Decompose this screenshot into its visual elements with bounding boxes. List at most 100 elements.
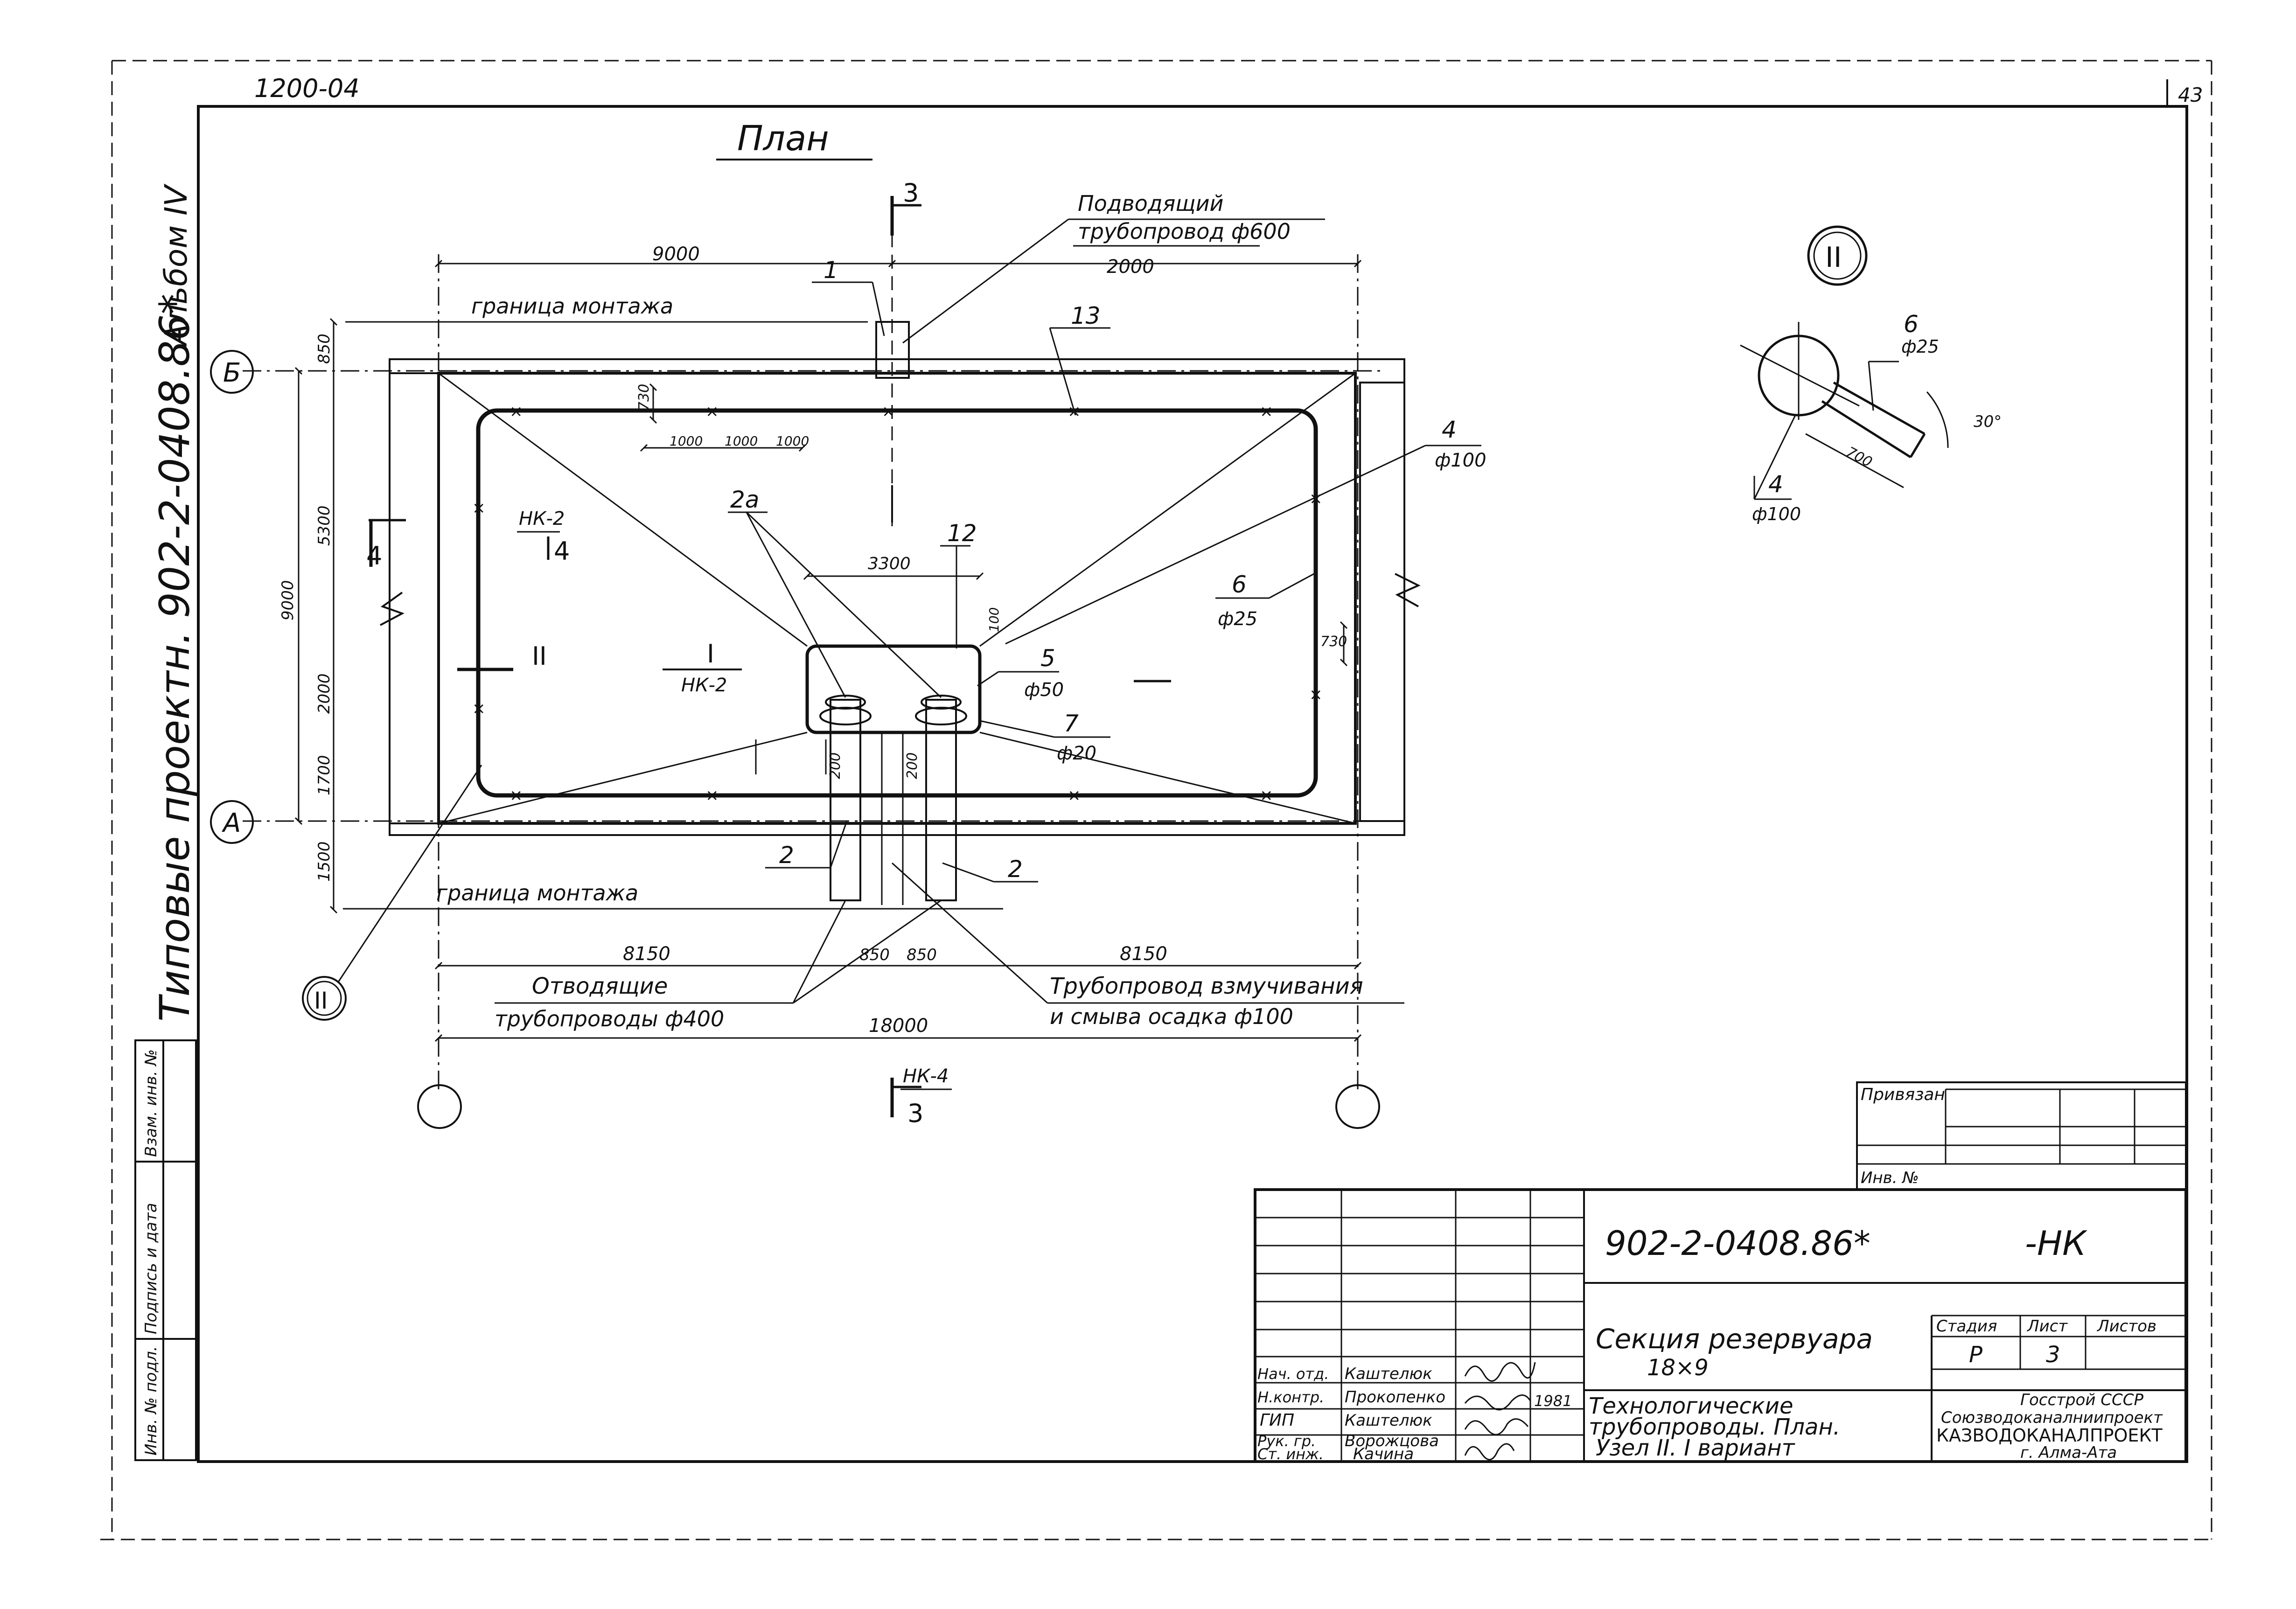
axis-bubble-B <box>210 350 254 394</box>
svg-text:×: × <box>705 786 719 805</box>
svg-text:×: × <box>472 699 486 718</box>
title-block-title-2: 18×9 <box>1647 1355 1709 1381</box>
sheet-value: 3 <box>2046 1342 2060 1368</box>
side-stamp <box>134 1039 197 1461</box>
stir-label-2: и смыва осадка ф100 <box>1050 1004 1293 1029</box>
svg-text:×: × <box>1068 786 1081 805</box>
stage-header: Стадия <box>1936 1317 1997 1336</box>
title-block-grid <box>1254 1188 2187 1463</box>
dim-left-5300: 5300 <box>315 505 334 546</box>
mounting-border-top: граница монтажа <box>471 293 673 319</box>
title-block-desc-3: Узел II. I вариант <box>1596 1435 1796 1461</box>
detail-angle: 30° <box>1974 412 2002 431</box>
node-II-bubble-bottom <box>302 976 347 1021</box>
sheet-header: Лист <box>2026 1317 2068 1336</box>
org-line-2: Союзводоканалниипроект <box>1941 1408 2163 1427</box>
dim-200-b: 200 <box>904 752 921 779</box>
dim-730-right: 730 <box>1320 634 1347 650</box>
role-4: Ст. инж. <box>1257 1445 1324 1463</box>
sheet-frame <box>100 60 2212 1540</box>
callout-5-dia: ф50 <box>1024 679 1064 701</box>
axis-B-label: Б <box>223 358 241 388</box>
detail-node-II-label: II <box>1825 241 1842 274</box>
outlet-label-1: Отводящие <box>532 973 668 999</box>
org-line-3: КАЗВОДОКАНАЛПРОЕКТ <box>1936 1425 2163 1446</box>
dim-left-2000: 2000 <box>315 673 334 714</box>
callout-6-dia: ф25 <box>1218 608 1257 630</box>
section-4-mark: 4 <box>366 541 382 571</box>
node-II-label-bottom: II <box>314 987 328 1014</box>
role-2: ГИП <box>1260 1411 1294 1430</box>
side-stamp-inv: Инв. № подл. <box>142 1346 161 1456</box>
side-stamp-sign: Подпись и дата <box>142 1203 161 1334</box>
svg-text:×: × <box>509 402 523 421</box>
nk2-upper-label: НК-2 <box>519 508 565 529</box>
album-label: Альбом IV <box>158 183 194 347</box>
bound-label: Привязан <box>1861 1085 1945 1104</box>
flow-arrows <box>891 485 1171 683</box>
section-3-bottom: 3 <box>907 1099 923 1128</box>
dim-bottom-850-a: 850 <box>859 946 890 964</box>
name-3: Ворожцова <box>1345 1432 1439 1450</box>
bound-inv-label: Инв. № <box>1861 1169 1919 1187</box>
svg-text:×: × <box>472 499 486 517</box>
ring-pipe-markers: × × × × × × × × × × × × × <box>472 402 1323 805</box>
inlet-label-1: Подводящий <box>1078 191 1223 216</box>
svg-text:×: × <box>509 786 523 805</box>
dim-top-2000: 2000 <box>1107 256 1154 278</box>
outlet-pipes <box>819 695 967 905</box>
dim-bottom-8150-right: 8150 <box>1120 943 1167 965</box>
callout-7-dia: ф20 <box>1057 743 1096 764</box>
dim-left-850: 850 <box>315 334 334 364</box>
inlet-pipe <box>875 233 910 527</box>
role-3: Рук. гр. <box>1257 1432 1316 1450</box>
dim-1000-a: 1000 <box>670 433 703 449</box>
callout-4: 4 <box>1442 416 1457 443</box>
dim-3300: 3300 <box>868 554 911 573</box>
callout-2-right: 2 <box>1008 856 1023 883</box>
org-line-4: г. Алма-Ата <box>2020 1443 2117 1462</box>
archive-code: 1200-04 <box>254 74 360 103</box>
title-block-desc-1: Технологические <box>1589 1393 1793 1419</box>
svg-text:×: × <box>1260 402 1273 421</box>
name-2: Каштелюк <box>1345 1411 1432 1430</box>
callout-2-left: 2 <box>779 842 794 869</box>
axis-A-label: А <box>222 808 241 838</box>
role-0: Нач. отд. <box>1257 1365 1329 1383</box>
outlet-label-2: трубопроводы ф400 <box>495 1006 724 1031</box>
section-4-inner: 4 <box>554 536 570 566</box>
title-block-title-1: Секция резервуара <box>1596 1323 1873 1355</box>
dim-bottom-8150-left: 8150 <box>623 943 670 965</box>
title-block-year: 1981 <box>1534 1392 1572 1410</box>
axis-bubble-A <box>210 800 254 844</box>
axis-bubble-bottom-right <box>1335 1084 1380 1129</box>
svg-text:×: × <box>1260 786 1273 805</box>
signatures <box>1464 1362 1536 1461</box>
nk2-lower-label: НК-2 <box>681 675 727 696</box>
dim-left-1500: 1500 <box>315 841 334 882</box>
dim-left-9000: 9000 <box>279 580 297 620</box>
axis-lines <box>243 254 1381 1094</box>
section-3-top: 3 <box>903 178 919 208</box>
dimension-lines <box>294 264 1362 1042</box>
name-1: Прокопенко <box>1345 1388 1445 1407</box>
detail-node-II <box>1740 225 1949 500</box>
title-block-suffix: -НК <box>2025 1224 2087 1263</box>
org-line-1: Госстрой СССР <box>2020 1391 2143 1409</box>
svg-text:×: × <box>1309 685 1323 704</box>
dim-bottom-18000: 18000 <box>869 1015 928 1037</box>
page-number: 43 <box>2178 84 2203 106</box>
name-0: Каштелюк <box>1345 1365 1432 1383</box>
detail-length: 700 <box>1843 444 1875 471</box>
roman-I-label: I <box>707 639 714 669</box>
callout-7: 7 <box>1064 710 1079 737</box>
dim-bottom-850-b: 850 <box>907 946 937 964</box>
dim-200-a: 200 <box>827 752 844 779</box>
dim-1000-c: 1000 <box>776 433 809 449</box>
title-block-code: 902-2-0408.86* <box>1605 1224 1870 1263</box>
title-block-desc-2: трубопроводы. План. <box>1589 1414 1840 1440</box>
svg-text:×: × <box>705 402 719 421</box>
callout-13: 13 <box>1071 302 1101 329</box>
mounting-border-bottom: граница монтажа <box>436 880 638 905</box>
callout-5: 5 <box>1040 645 1055 672</box>
